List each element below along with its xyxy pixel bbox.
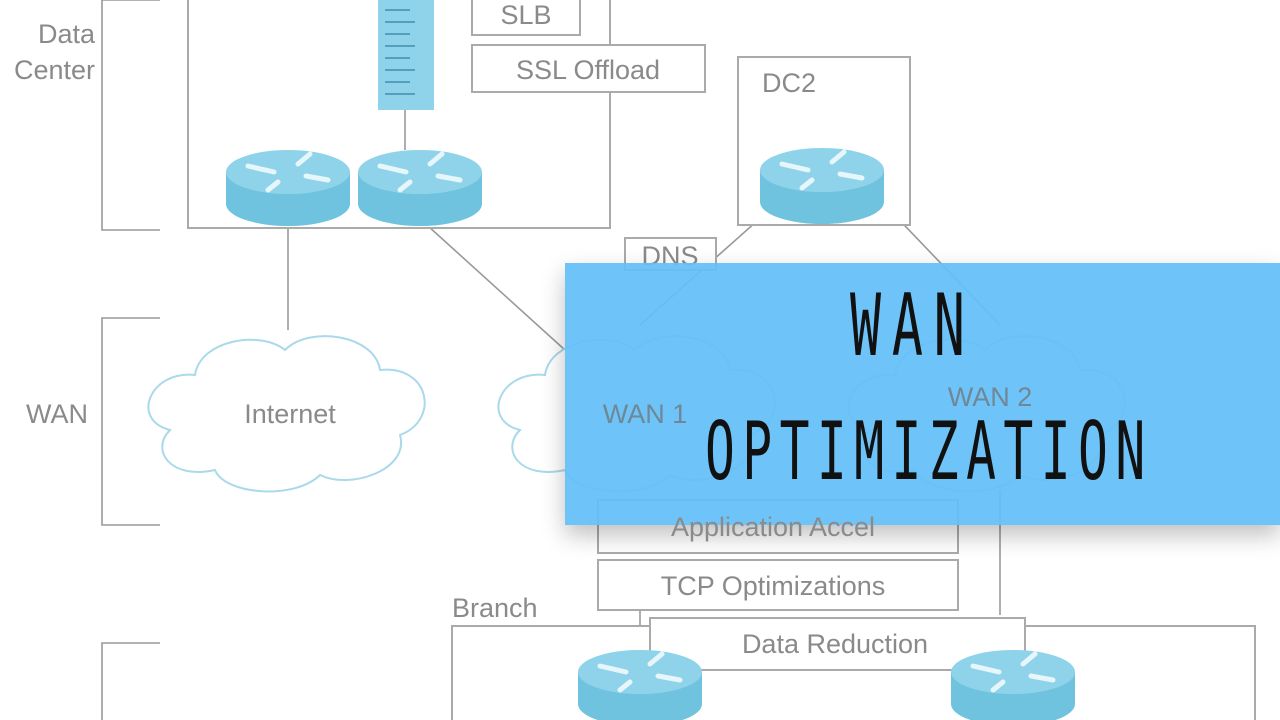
router-icon (226, 150, 350, 226)
router-icon (358, 150, 482, 226)
svg-text:Internet: Internet (244, 399, 336, 429)
branch-bracket (101, 642, 160, 720)
banner-title-line1: WAN (850, 276, 976, 376)
dc2-label: DC2 (762, 68, 816, 98)
ssl-offload-label: SSL Offload (516, 55, 660, 85)
server-icon (378, 0, 434, 110)
data-reduction-label: Data Reduction (742, 629, 928, 659)
label-center: Center (14, 55, 95, 85)
label-data: Data (38, 19, 96, 49)
wan-bracket (101, 317, 160, 526)
slb-label: SLB (500, 0, 551, 30)
branch-label: Branch (452, 593, 538, 623)
data-center-bracket (101, 0, 160, 231)
label-wan: WAN (26, 399, 88, 429)
tcp-optimizations-label: TCP Optimizations (661, 571, 886, 601)
internet-cloud: Internet (147, 335, 426, 493)
banner-title-line2: OPTIMIZATION (705, 405, 1153, 498)
title-banner: WAN OPTIMIZATION (565, 263, 1280, 525)
router-icon (578, 650, 702, 720)
router-icon (760, 148, 884, 224)
router-icon (951, 650, 1075, 720)
